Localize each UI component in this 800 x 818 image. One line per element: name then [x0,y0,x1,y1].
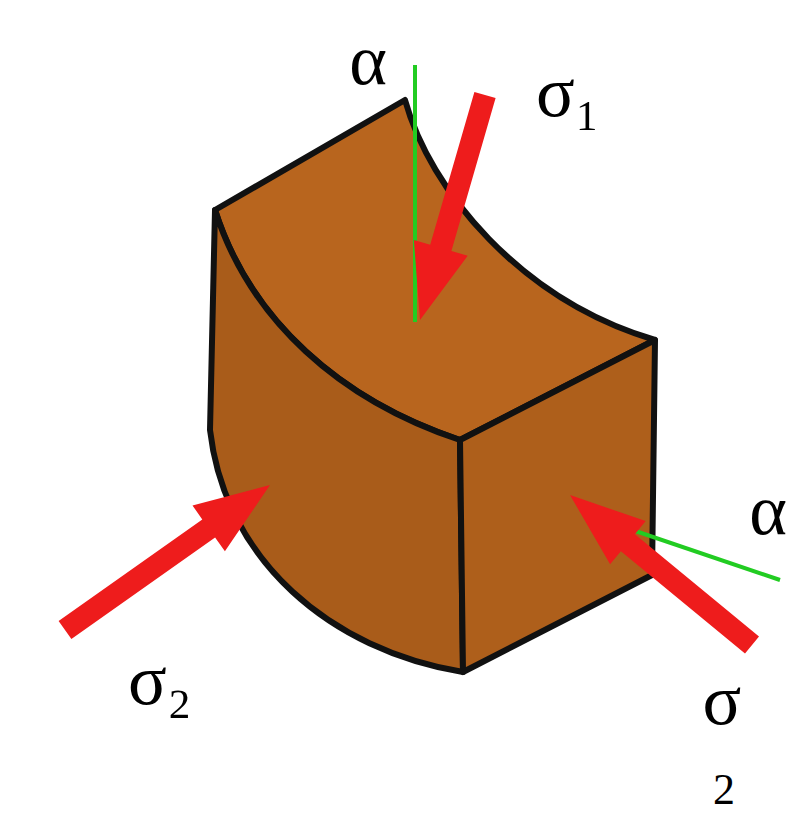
stress-symbol: σ₂ [128,644,192,716]
flat-face [460,340,655,672]
normal-line [413,65,417,322]
superscript-digit: 2 [713,768,735,812]
stress-arrow [570,495,759,654]
angle-symbol: α [749,474,787,546]
angle-symbol: α [349,24,387,96]
stress-arrow [59,485,270,639]
stress-arrow [414,92,496,320]
stress-symbol: σ₁ [536,56,600,128]
stress-symbol: σ [703,664,742,736]
